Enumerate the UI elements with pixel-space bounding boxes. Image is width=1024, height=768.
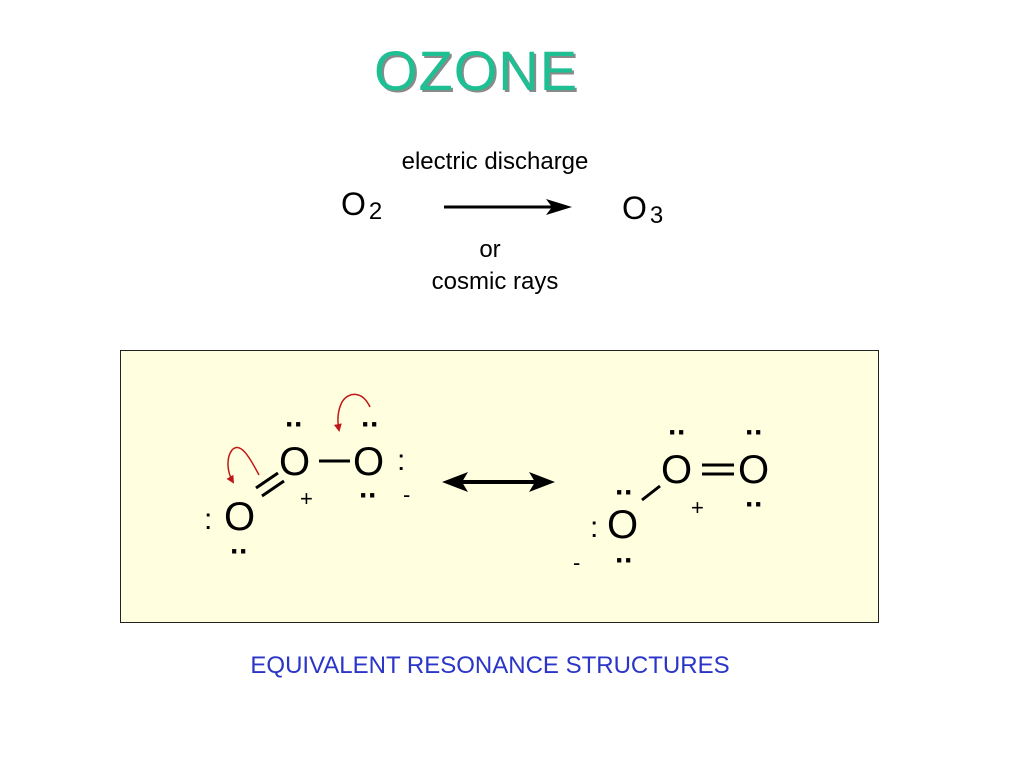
condition-top-label: electric discharge [401,148,589,175]
right-single-bond [641,484,661,502]
right-structure-oxygen-center: O [661,448,693,492]
caption: EQUIVALENT RESONANCE STRUCTURES [250,652,730,679]
page-title: OZONE [373,39,579,102]
right-lone-pair-o3-bottom: ·· [745,488,764,521]
reactant-subscript: 2 [368,198,383,225]
right-plus-charge: + [691,495,704,520]
product-subscript: 3 [649,202,664,229]
condition-or-label: or [479,236,501,263]
condition-bottom-label: cosmic rays [431,268,559,295]
left-lone-pair-o3-top: ·· [361,408,380,441]
right-structure-oxygen-terminal-left: O [607,503,639,547]
right-minus-charge: - [573,550,581,575]
left-lone-pair-o3-bottom: ·· [359,479,378,512]
right-lone-pair-o1-top: ·· [615,476,634,509]
left-lone-pair-o2-top: ·· [285,408,304,441]
left-plus-charge: + [300,486,313,511]
curved-arrow-left [226,446,260,484]
right-lone-pair-o1-bottom: ·· [615,544,634,577]
left-double-bond-line-1 [255,471,279,490]
left-minus-charge: - [403,482,411,507]
right-lone-pair-o2-top: ·· [668,416,687,449]
right-structure-oxygen-terminal-right: O [738,448,770,492]
right-lone-pair-o1-left: : [590,511,599,544]
left-lone-pair-o3-right: : [397,444,406,477]
left-lone-pair-o1-left: : [204,503,213,536]
left-structure-oxygen-center: O [279,440,311,484]
right-lone-pair-o3-top: ·· [745,416,764,449]
left-structure-oxygen-terminal-right: O [353,440,385,484]
reactant-symbol: O [341,186,366,222]
resonance-arrow-head-left [442,472,468,492]
product-symbol: O [622,190,647,226]
left-structure-oxygen-terminal-left: O [224,495,256,539]
resonance-panel [120,350,879,623]
curved-arrow-right [333,393,371,432]
left-lone-pair-o1-bottom: ·· [230,535,249,568]
reaction-arrow-head [546,199,572,215]
resonance-arrow-head-right [529,472,555,492]
left-double-bond-line-2 [261,479,285,498]
